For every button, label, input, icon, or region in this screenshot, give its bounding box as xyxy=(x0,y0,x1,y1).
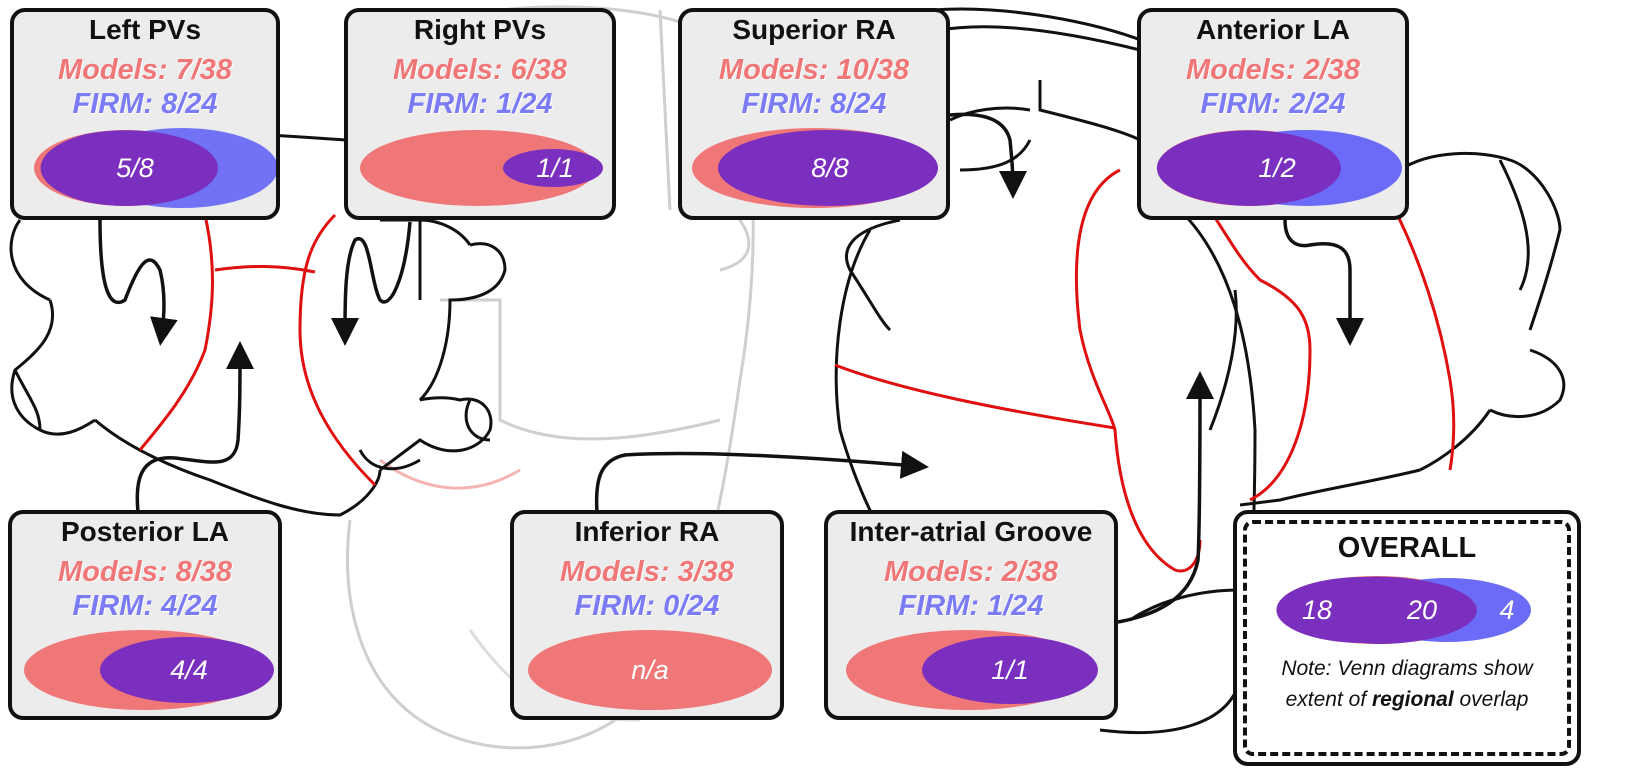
models-count: Models: 2/38 xyxy=(883,556,1059,588)
posterior-region-boundaries xyxy=(138,213,377,487)
overall-summary-card: OVERALL 18 20 4 Note: Venn diagrams show… xyxy=(1233,510,1581,766)
region-title: Inter-atrial Groove xyxy=(849,516,1093,547)
venn-diagram xyxy=(24,630,274,710)
region-card-inter-atrial-groove: Inter-atrial Groove Models: 2/38 FIRM: 1… xyxy=(824,510,1118,720)
venn-diagram xyxy=(1156,130,1402,206)
venn-diagram xyxy=(528,630,772,710)
region-title: Inferior RA xyxy=(574,516,720,547)
models-count: Models: 3/38 xyxy=(559,556,735,588)
overlap-label: 8/8 xyxy=(811,153,849,183)
callout-arrows xyxy=(98,112,1364,624)
overlap-label: 1/1 xyxy=(536,153,574,183)
region-title: Right PVs xyxy=(413,14,547,45)
firm-count: FIRM: 4/24 xyxy=(72,590,218,622)
firm-count: FIRM: 2/24 xyxy=(1200,88,1346,120)
venn-diagram xyxy=(846,630,1098,710)
models-count: Models: 10/38 xyxy=(718,54,910,86)
models-count: Models: 6/38 xyxy=(392,54,568,86)
note-text-pre: extent of xyxy=(1285,688,1372,711)
region-card-right-pvs: Right PVs Models: 6/38 FIRM: 1/24 1/1 xyxy=(344,8,616,220)
firm-count: FIRM: 8/24 xyxy=(72,88,218,120)
both-count: 20 xyxy=(1406,595,1438,625)
models-count: Models: 7/38 xyxy=(57,54,233,86)
firm-only-count: 4 xyxy=(1499,595,1515,625)
venn-diagram xyxy=(692,128,938,208)
region-title: Posterior LA xyxy=(60,516,230,547)
venn-diagram xyxy=(34,128,276,208)
firm-count: FIRM: 1/24 xyxy=(898,590,1044,622)
region-title: Superior RA xyxy=(732,14,896,45)
firm-count: FIRM: 0/24 xyxy=(574,590,720,622)
region-title: Anterior LA xyxy=(1196,14,1350,45)
overall-title: OVERALL xyxy=(1337,532,1477,564)
overlap-label: 5/8 xyxy=(116,153,154,183)
region-card-inferior-ra: Inferior RA Models: 3/38 FIRM: 0/24 n/a xyxy=(510,510,784,720)
anterior-region-boundaries xyxy=(834,168,1456,573)
region-card-anterior-la: Anterior LA Models: 2/38 FIRM: 2/24 1/2 xyxy=(1137,8,1409,220)
models-count: Models: 8/38 xyxy=(57,556,233,588)
region-card-left-pvs: Left PVs Models: 7/38 FIRM: 8/24 5/8 xyxy=(10,8,280,220)
faded-region-boundary xyxy=(379,458,521,490)
overall-dashed-border xyxy=(1243,520,1571,756)
firm-count: FIRM: 8/24 xyxy=(741,88,887,120)
firm-count: FIRM: 1/24 xyxy=(407,88,553,120)
region-card-superior-ra: Superior RA Models: 10/38 FIRM: 8/24 8/8 xyxy=(678,8,950,220)
overall-venn-diagram xyxy=(1276,576,1531,644)
overall-note-line-1: Note: Venn diagrams show xyxy=(1281,657,1533,680)
overlap-label: 4/4 xyxy=(170,655,208,685)
venn-diagram xyxy=(360,130,603,206)
models-only-count: 18 xyxy=(1301,595,1333,625)
overlap-label: 1/2 xyxy=(1258,153,1296,183)
region-title: Left PVs xyxy=(88,14,202,45)
models-count: Models: 2/38 xyxy=(1185,54,1361,86)
note-text-post: overlap xyxy=(1453,688,1529,711)
overlap-label: n/a xyxy=(631,655,669,685)
region-card-posterior-la: Posterior LA Models: 8/38 FIRM: 4/24 4/4 xyxy=(8,510,282,720)
overlap-label: 1/1 xyxy=(991,655,1029,685)
note-text-bold: regional xyxy=(1371,688,1454,711)
overall-note-line-2: extent of regional overlap xyxy=(1237,688,1577,712)
